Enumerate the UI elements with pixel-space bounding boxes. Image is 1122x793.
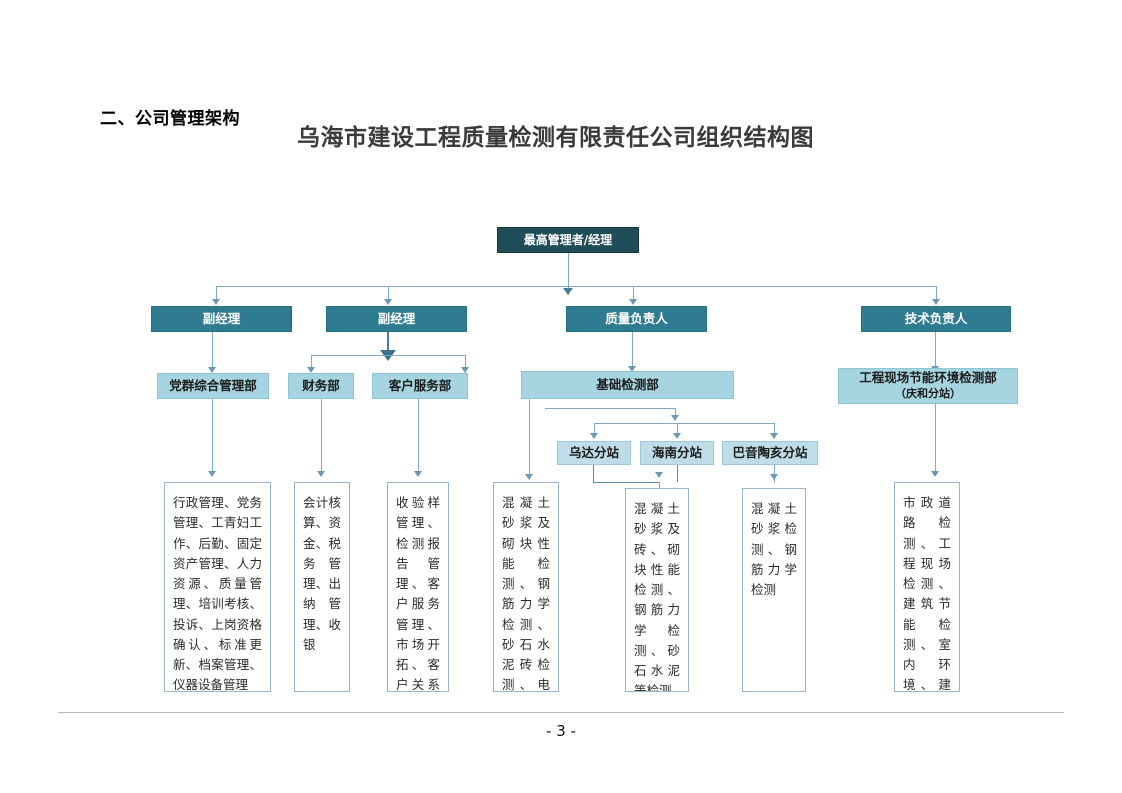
node-finance-dept-label: 财务部: [302, 378, 340, 394]
connector-tech-stem: [935, 332, 936, 369]
detail-box-finance: 会计核算、资金、税务管理、出纳管理、收银: [294, 482, 350, 692]
arrow-to-detail-1: [208, 471, 216, 477]
arrow-to-detail-3: [414, 471, 422, 477]
connector-basic-left-long: [529, 399, 530, 479]
connector-deputy1-stem: [212, 332, 213, 370]
connector-deputy2-drop-left: [311, 355, 312, 370]
node-basic-testing-dept[interactable]: 基础检测部: [521, 371, 734, 399]
detail-box-site-energy: 市政道路检测、工程现场检测、建筑节能检测、室内环境、建筑材料放射性、土壤氡浓度、…: [894, 482, 960, 692]
detail-box-basic-testing: 混凝土砂浆及砌块性能检测、钢筋力学检测、砂石水泥砖检测、电器、水暖材料及安全防护…: [493, 482, 559, 692]
connector-deputy2-stem: [387, 332, 389, 358]
node-deputy-manager-2-label: 副经理: [377, 311, 416, 327]
node-finance-dept[interactable]: 财务部: [288, 373, 354, 399]
chart-title: 乌海市建设工程质量检测有限责任公司组织结构图: [297, 124, 814, 151]
connector-wuda-down: [593, 465, 594, 482]
detail-box-wuda-hainan: 混凝土砂浆及砖、砌块性能检测、钢筋力学检测、砂石水泥等检测: [625, 488, 689, 692]
connector-substation-drop-2: [677, 423, 678, 436]
section-heading: 二、公司管理架构: [100, 109, 240, 129]
node-tech-lead[interactable]: 技术负责人: [861, 306, 1011, 332]
connector-site-energy-to-detail: [935, 404, 936, 474]
connector-party-to-detail: [212, 399, 213, 474]
node-hainan-substation[interactable]: 海南分站: [640, 441, 714, 465]
node-quality-lead[interactable]: 质量负责人: [566, 306, 707, 332]
connector-deputy2-drop-right: [465, 355, 466, 370]
detail-box-wuda-hainan-text: 混凝土砂浆及砖、砌块性能检测、钢筋力学检测、砂石水泥等检测: [634, 501, 680, 692]
node-site-energy-testing-dept-sublabel: （庆和分站）: [895, 387, 961, 401]
node-deputy-manager-2[interactable]: 副经理: [326, 306, 467, 332]
node-site-energy-testing-dept[interactable]: 工程现场节能环境检测部 （庆和分站）: [838, 368, 1018, 404]
connector-customer-to-detail: [418, 399, 419, 474]
arrow-to-finance-dept: [307, 367, 315, 373]
node-party-affairs-dept-label: 党群综合管理部: [169, 378, 257, 394]
node-deputy-manager-1-label: 副经理: [202, 311, 241, 327]
node-deputy-manager-1[interactable]: 副经理: [151, 306, 292, 332]
node-quality-lead-label: 质量负责人: [605, 311, 668, 327]
arrow-to-detail-7: [931, 471, 939, 477]
connector-top-stem: [568, 253, 569, 295]
connector-bus-drop-3: [633, 286, 634, 302]
connector-quality-stem: [632, 332, 633, 369]
connector-bus-drop-2: [388, 286, 389, 302]
node-top-manager[interactable]: 最高管理者/经理: [497, 227, 639, 253]
page-number: - 3 -: [546, 722, 576, 740]
node-wuda-substation-label: 乌达分站: [568, 445, 619, 461]
connector-wuda-elbow: [593, 482, 659, 483]
arrow-top-to-bus: [563, 288, 573, 295]
node-customer-service-dept[interactable]: 客户服务部: [368, 370, 468, 399]
detail-box-customer-service-text: 收验样管理、检测报告管理、客户服务管理、市场开拓、客户关系维护、市场投标管理: [396, 495, 440, 692]
connector-deputy2-bus: [311, 355, 465, 356]
detail-box-bayintaohai: 混凝土砂浆检测、钢筋力学检测: [742, 488, 806, 692]
arrow-to-detail-5: [655, 472, 663, 478]
arrow-basic-to-detail: [525, 474, 533, 480]
detail-box-site-energy-text: 市政道路检测、工程现场检测、建筑节能检测、室内环境、建筑材料放射性、土壤氡浓度、…: [903, 495, 951, 692]
connector-basic-bus-upper: [545, 408, 675, 409]
connector-substation-drop-1: [594, 423, 595, 436]
arrow-basic-bus-mid: [671, 415, 679, 421]
detail-box-party-affairs: 行政管理、党务管理、工青妇工作、后勤、固定资产管理、人力资源、质量管理、培训考核…: [164, 482, 271, 692]
arrow-to-deputy-2: [384, 299, 392, 305]
arrow-to-customer-service-dept: [461, 367, 469, 373]
node-party-affairs-dept[interactable]: 党群综合管理部: [157, 373, 269, 399]
node-site-energy-testing-dept-label: 工程现场节能环境检测部: [859, 370, 997, 386]
connector-substation-drop-3: [774, 423, 775, 436]
connector-finance-to-detail: [321, 399, 322, 474]
footer-divider: [58, 712, 1064, 713]
arrow-to-wuda-substation: [590, 433, 598, 439]
arrow-to-party-dept: [208, 367, 216, 373]
arrow-to-quality-lead: [629, 299, 637, 305]
node-wuda-substation[interactable]: 乌达分站: [557, 441, 631, 465]
arrow-to-bayintaohai-substation: [770, 433, 778, 439]
arrow-to-detail-6: [770, 474, 778, 480]
arrow-to-hainan-substation: [673, 433, 681, 439]
node-bayintaohai-substation[interactable]: 巴音陶亥分站: [722, 441, 818, 465]
detail-box-party-affairs-text: 行政管理、党务管理、工青妇工作、后勤、固定资产管理、人力资源、质量管理、培训考核…: [173, 495, 262, 692]
connector-level2-bus: [216, 286, 936, 287]
detail-box-finance-text: 会计核算、资金、税务管理、出纳管理、收银: [303, 495, 341, 652]
node-hainan-substation-label: 海南分站: [651, 445, 702, 461]
arrow-to-tech-lead: [932, 299, 940, 305]
arrow-to-detail-2: [317, 471, 325, 477]
connector-bus-drop-1: [216, 286, 217, 302]
connector-hainan-down: [677, 465, 678, 482]
node-customer-service-dept-label: 客户服务部: [388, 378, 452, 394]
connector-substation-bus: [594, 423, 774, 424]
detail-box-bayintaohai-text: 混凝土砂浆检测、钢筋力学检测: [751, 501, 797, 597]
detail-box-basic-testing-text: 混凝土砂浆及砌块性能检测、钢筋力学检测、砂石水泥砖检测、电器、水暖材料及安全防护…: [502, 495, 550, 692]
connector-bus-drop-4: [936, 286, 937, 302]
node-tech-lead-label: 技术负责人: [904, 311, 968, 327]
node-basic-testing-dept-label: 基础检测部: [596, 377, 659, 393]
node-top-manager-label: 最高管理者/经理: [523, 232, 613, 247]
node-bayintaohai-substation-label: 巴音陶亥分站: [732, 445, 808, 461]
arrow-to-deputy-1: [212, 299, 220, 305]
connector-basic-bus-upper-drop: [675, 408, 676, 418]
arrow-to-basic-testing-dept: [628, 366, 636, 372]
detail-box-customer-service: 收验样管理、检测报告管理、客户服务管理、市场开拓、客户关系维护、市场投标管理: [387, 482, 449, 692]
